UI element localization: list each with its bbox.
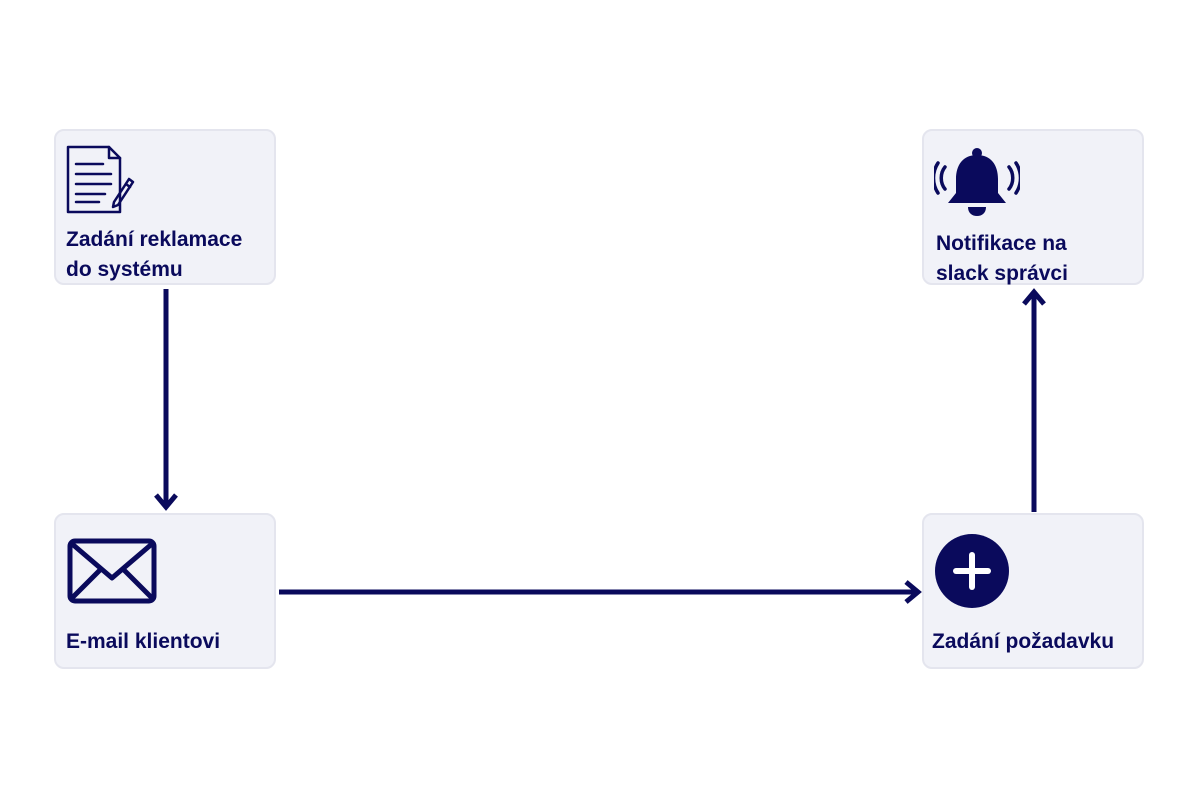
bell-ringing-icon [934, 148, 1020, 216]
plus-circle-icon [935, 534, 1009, 608]
document-pen-icon [66, 145, 135, 214]
node-email-client[interactable]: E-mail klientovi [54, 513, 276, 669]
node-slack-notification[interactable]: Notifikace na slack správci [922, 129, 1144, 285]
node-label: E-mail klientovi [66, 630, 221, 653]
node-label: Notifikace na slack správci [936, 232, 1068, 285]
node-request-entry[interactable]: Zadání požadavku [922, 513, 1144, 669]
envelope-icon [67, 538, 157, 604]
node-label: Zadání reklamace do systému [66, 228, 243, 281]
arrowhead-email-to-request [904, 580, 922, 604]
arrowhead-request-to-notify [1022, 288, 1046, 306]
arrowhead-complaint-to-email [154, 493, 178, 511]
node-complaint-entry[interactable]: Zadání reklamace do systému [54, 129, 276, 285]
node-label: Zadání požadavku [932, 630, 1115, 653]
